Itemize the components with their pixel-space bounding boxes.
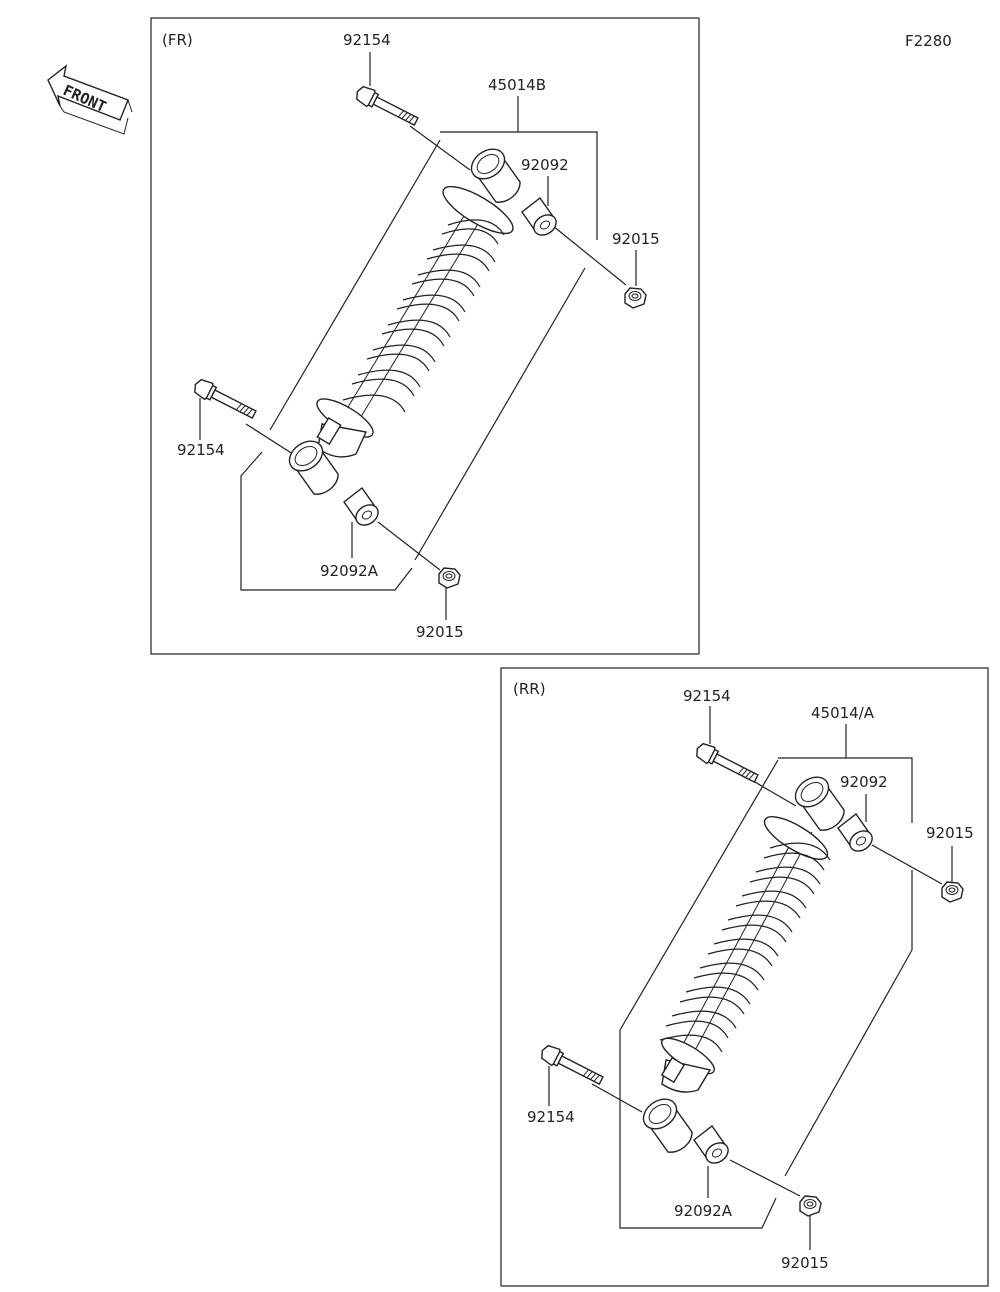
- rear-section-frame: [500, 667, 989, 1287]
- front-bottom-nut: [438, 567, 461, 589]
- rear-bottom-eye-bushing: [637, 1092, 693, 1153]
- rear-label-nut-top: 92015: [926, 824, 974, 842]
- front-label-collar-bottom: 92092A: [320, 562, 379, 580]
- rear-top-collar: [837, 813, 877, 856]
- rear-top-nut: [941, 881, 964, 903]
- front-shock-absorber: [316, 185, 514, 458]
- front-label-nut-top: 92015: [612, 230, 660, 248]
- figure-code: F2280: [905, 32, 952, 50]
- front-label-collar: 92092: [521, 156, 569, 174]
- front-label-nut-bottom: 92015: [416, 623, 464, 641]
- front-bottom-bolt: [190, 375, 259, 424]
- rear-shock-absorber: [659, 816, 831, 1093]
- front-label-assembly: 45014B: [488, 76, 546, 94]
- rear-label-bolt-bottom: 92154: [527, 1108, 575, 1126]
- front-section-title: (FR): [162, 31, 193, 49]
- rear-section: (RR): [500, 667, 989, 1287]
- rear-label-collar: 92092: [840, 773, 888, 791]
- rear-label-bolt-top: 92154: [683, 687, 731, 705]
- front-label-bolt-top: 92154: [343, 31, 391, 49]
- front-top-nut: [624, 287, 647, 309]
- rear-top-bolt: [692, 739, 761, 788]
- rear-label-assembly: 45014/A: [811, 704, 875, 722]
- front-top-bolt: [352, 82, 421, 131]
- rear-bottom-nut: [799, 1195, 822, 1217]
- rear-bottom-collar: [693, 1125, 733, 1168]
- front-label-bolt-bottom: 92154: [177, 441, 225, 459]
- rear-label-collar-bottom: 92092A: [674, 1202, 733, 1220]
- rear-section-title: (RR): [513, 680, 546, 698]
- rear-label-nut-bottom: 92015: [781, 1254, 829, 1272]
- front-bottom-collar: [343, 487, 383, 530]
- front-section-frame: [150, 17, 700, 655]
- front-top-collar: [521, 197, 561, 240]
- front-section: (FR): [150, 17, 700, 655]
- front-arrow-icon: FRONT: [47, 64, 133, 135]
- rear-top-eye-bushing: [789, 770, 845, 831]
- rear-bottom-bolt: [537, 1041, 606, 1090]
